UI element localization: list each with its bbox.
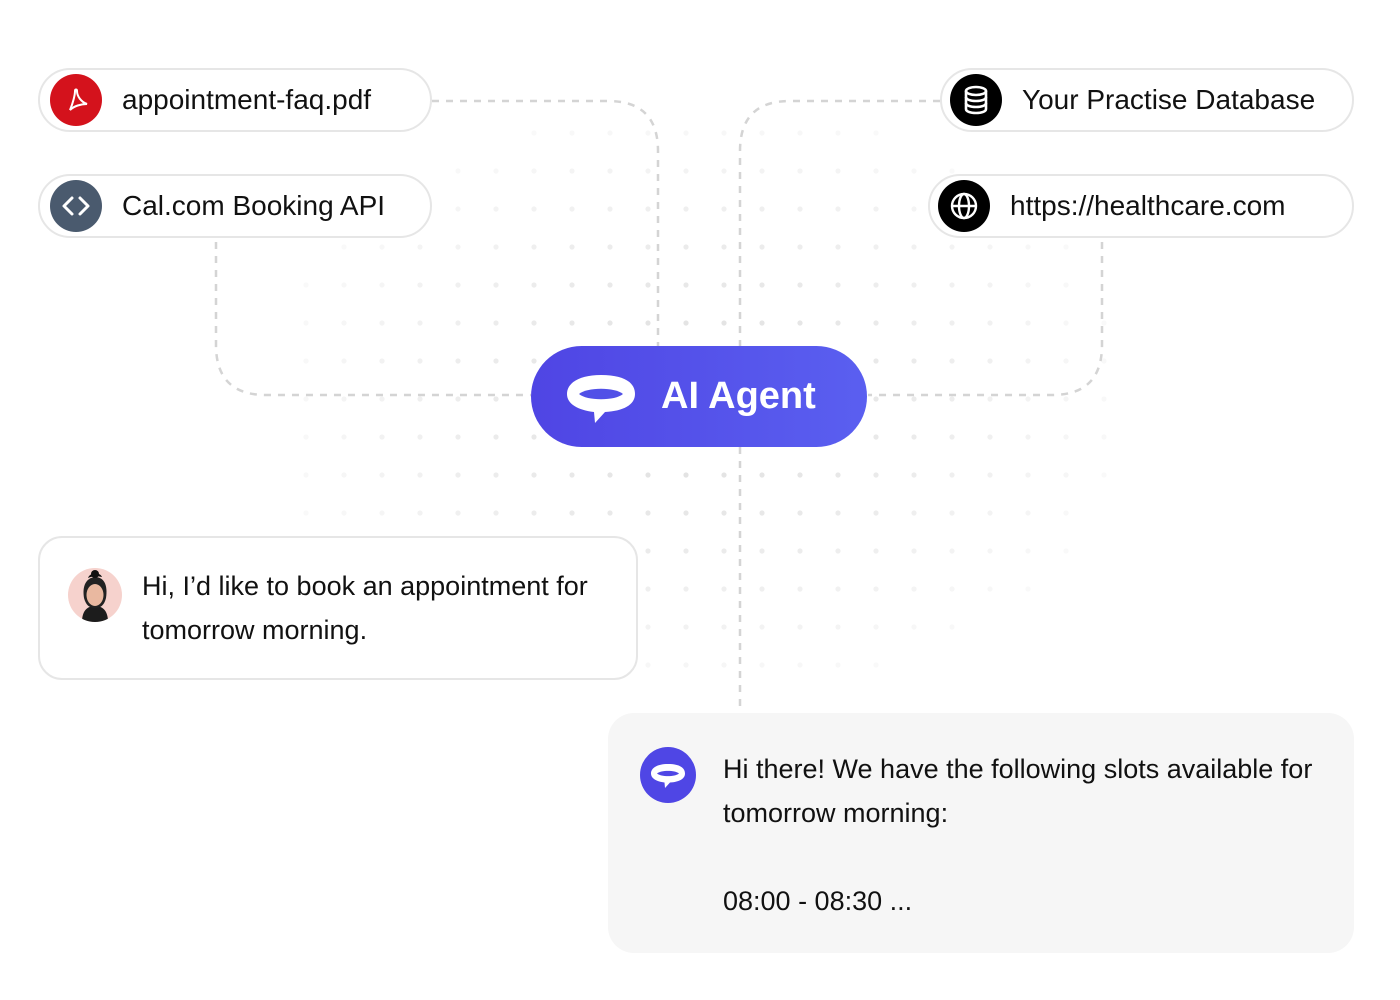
- source-website-label: https://healthcare.com: [1010, 190, 1286, 221]
- connector-database: [738, 99, 940, 346]
- connector-website: [868, 242, 1104, 397]
- chat-bubble-logo-icon: [567, 374, 635, 423]
- source-database-label: Your Practise Database: [1022, 84, 1316, 115]
- user-avatar: [68, 568, 122, 622]
- ai-agent-node[interactable]: AI Agent: [531, 346, 867, 447]
- source-pdf-label: appointment-faq.pdf: [122, 84, 372, 115]
- bot-slots-text: 08:00 - 08:30 ...: [723, 886, 913, 916]
- bot-avatar-icon: [640, 747, 696, 803]
- bot-message-bubble: Hi there! We have the following slots av…: [608, 713, 1354, 953]
- source-pdf-pill[interactable]: appointment-faq.pdf: [38, 68, 432, 132]
- connector-pdf: [432, 99, 660, 346]
- database-icon: [950, 74, 1002, 126]
- acrobat-pdf-icon: [50, 74, 102, 126]
- user-message-text: Hi, I’d like to book an appointment for …: [142, 571, 588, 645]
- source-api-label: Cal.com Booking API: [122, 190, 386, 221]
- ai-agent-label: AI Agent: [661, 375, 816, 417]
- source-api-pill[interactable]: Cal.com Booking API: [38, 174, 432, 238]
- source-website-pill[interactable]: https://healthcare.com: [928, 174, 1354, 238]
- connector-api: [214, 242, 531, 397]
- code-brackets-icon: [50, 180, 102, 232]
- source-database-pill[interactable]: Your Practise Database: [940, 68, 1354, 132]
- globe-icon: [938, 180, 990, 232]
- bot-message-text: Hi there! We have the following slots av…: [723, 754, 1313, 828]
- user-message-bubble: Hi, I’d like to book an appointment for …: [38, 536, 638, 680]
